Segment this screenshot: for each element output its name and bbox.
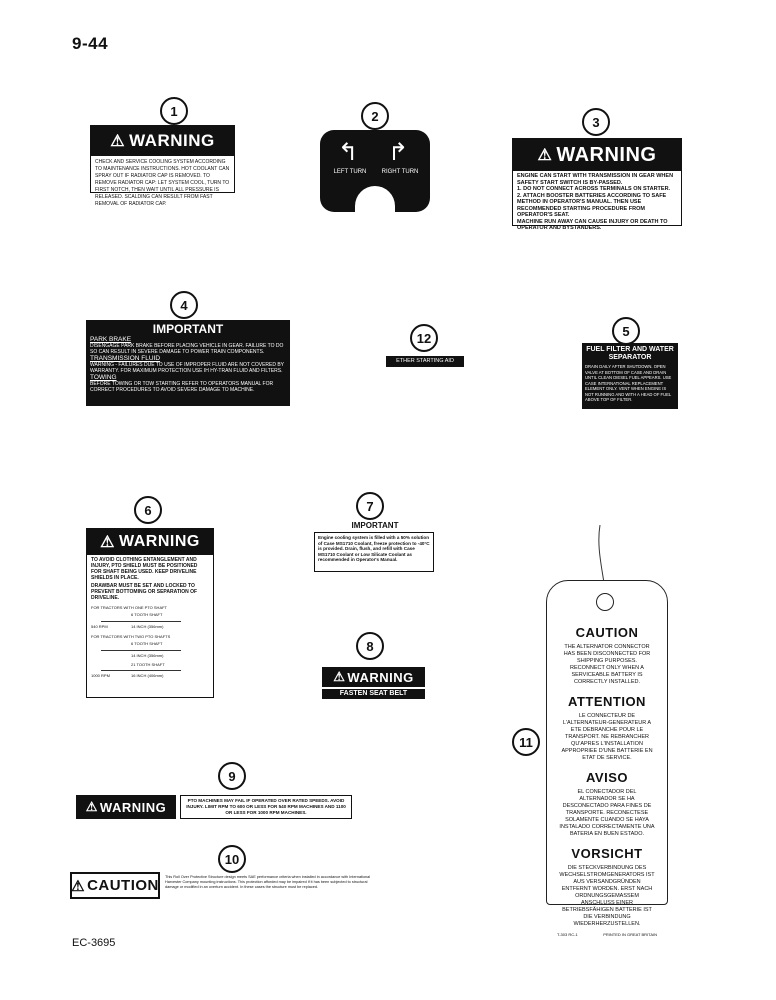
decal-10-text: This Roll Over Protective Structure desi… [165,875,371,889]
decal-7-title: IMPORTANT [351,521,399,530]
callout-8: 8 [356,632,384,660]
tag-printed: PRINTED IN GREAT BRITAIN [603,932,657,937]
decal-1-header: ⚠WARNING [91,126,234,156]
decal-12-ether: ETHER STARTING AID [386,356,464,367]
shaft-line [101,650,181,651]
decal-9-pto-speed: PTO MACHINES MAY FAIL IF OPERATED OVER R… [180,795,352,819]
decal-4-heading-fluid: TRANSMISSION FLUID [90,355,161,362]
tag-text-vorsicht: DIE STECKVERBINDUNG DES WECHSELSTROMGENE… [559,865,655,927]
decal-4-heading-towing: TOWING [90,374,117,381]
decal-6-text-2: DRAWBAR MUST BE SET AND LOCKED TO PREVEN… [91,583,198,601]
decal-3-line-2: 1. DO NOT CONNECT ACROSS TERMINALS ON ST… [517,186,671,192]
warning-triangle-icon: ⚠ [100,534,115,551]
decal-8-seat-belt: ⚠WARNING FASTEN SEAT BELT [322,667,425,699]
decal-6-length-1: 14 INCH (356mm) [131,624,164,629]
decal-9-header: ⚠WARNING [76,795,176,819]
callout-11: 11 [512,728,540,756]
decal-4-text-park-brake: DISENGAGE PARK BRAKE BEFORE PLACING VEHI… [90,343,284,355]
tag-footer: T-303 RC-1 PRINTED IN GREAT BRITAIN [547,928,667,937]
decal-1-text: CHECK AND SERVICE COOLING SYSTEM ACCORDI… [95,159,230,207]
callout-4: 4 [170,291,198,319]
decal-10-rops: This Roll Over Protective Structure desi… [162,874,376,899]
footer-code: EC-3695 [72,937,116,949]
warning-triangle-icon: ⚠ [110,133,126,150]
decal-3-header: ⚠WARNING [513,139,681,171]
right-turn-label: RIGHT TURN [381,169,419,175]
decal-6-diagram-two-shafts: 6 TOOTH SHAFT 14 INCH (356mm) 21 TOOTH S… [91,640,209,684]
tag-alternator: CAUTION THE ALTERNATOR CONNECTOR HAS BEE… [546,580,668,937]
callout-1: 1 [160,97,188,125]
shaft-line [101,621,181,622]
decal-6-length-2: 14 INCH (356mm) [131,653,164,658]
decal-2-turn-signal: ↰ ↱ LEFT TURN RIGHT TURN [320,130,430,214]
decal-6-shaft-3: 21 TOOTH SHAFT [131,662,165,667]
decal-5-fuel-filter: FUEL FILTER AND WATER SEPARATOR DRAIN DA… [582,343,678,409]
decal-8-header: ⚠WARNING [322,667,425,687]
page-number: 9-44 [72,34,109,53]
decal-3-title: WARNING [556,143,657,166]
callout-12: 12 [410,324,438,352]
decal-1-title: WARNING [129,131,215,150]
decal-10-header: ⚠CAUTION [70,872,160,899]
callout-5: 5 [612,317,640,345]
tag-eyelet [596,593,614,611]
decal-8-title: WARNING [347,669,414,685]
tag-title-aviso: AVISO [586,770,628,785]
decal-4-heading-park-brake: PARK BRAKE [90,336,132,343]
shaft-line [101,670,181,671]
tag-text-attention: LE CONNECTEUR DE L'ALTERNATEUR-GENERATEU… [561,713,653,761]
decal-6-length-3: 16 INCH (406mm) [131,673,164,678]
decal-4-title: IMPORTANT [152,322,224,336]
left-turn-label: LEFT TURN [333,169,367,175]
decal-6-shaft-2: 6 TOOTH SHAFT [131,641,163,646]
tag-title-attention: ATTENTION [568,694,646,709]
decal-3-line-1: ENGINE CAN START WITH TRANSMISSION IN GE… [517,173,674,186]
callout-6: 6 [134,496,162,524]
callout-7: 7 [356,492,384,520]
warning-triangle-icon: ⚠ [71,877,86,895]
decal-4-text-fluid: WARNING - FAILURES DUE TO USE OF IMPROPE… [90,362,284,374]
callout-3: 3 [582,108,610,136]
warning-triangle-icon: ⚠ [85,799,98,814]
left-turn-arrow-icon: ↰ [338,139,359,166]
decal-7-coolant: Engine cooling system is filled with a 5… [314,532,434,572]
decal-9-title: WARNING [99,799,167,815]
decal-6-rpm-1: 540 RPM [91,624,108,629]
warning-triangle-icon: ⚠ [537,147,553,164]
decal-3-warning-start: ⚠WARNING ENGINE CAN START WITH TRANSMISS… [512,138,682,231]
decal-3-line-4: MACHINE RUN AWAY CAN CAUSE INJURY OR DEA… [517,218,668,232]
tag-text-aviso: EL CONECTADOR DEL ALTERNADOR SE HA DESCO… [559,789,655,837]
decal-1-warning-radiator: ⚠WARNING CHECK AND SERVICE COOLING SYSTE… [90,125,235,207]
decal-8-subtitle: FASTEN SEAT BELT [322,689,425,699]
warning-triangle-icon: ⚠ [333,669,346,684]
decal-6-text-1: TO AVOID CLOTHING ENTANGLEMENT AND INJUR… [91,557,198,581]
tag-text-caution: THE ALTERNATOR CONNECTOR HAS BEEN DISCON… [563,644,651,685]
callout-10: 10 [218,845,246,873]
tag-title-caution: CAUTION [575,625,639,640]
decal-9-text: PTO MACHINES MAY FAIL IF OPERATED OVER R… [186,798,346,815]
decal-6-text-3: FOR TRACTORS WITH ONE PTO SHAFT [91,605,168,610]
decal-3-line-3: 2. ATTACH BOOSTER BATTERIES ACCORDING TO… [517,192,667,219]
tag-title-vorsicht: VORSICHT [571,846,643,861]
decal-6-text-4: FOR TRACTORS WITH TWO PTO SHAFTS [91,634,171,639]
decal-10-title: CAUTION [87,877,159,894]
callout-2: 2 [361,102,389,130]
decal-6-warning-pto: ⚠WARNING TO AVOID CLOTHING ENTANGLEMENT … [86,528,214,698]
right-turn-arrow-icon: ↱ [388,139,409,166]
decal-6-header: ⚠WARNING [87,529,213,555]
decal-4-text-towing: BEFORE TOWING OR TOW STARTING REFER TO O… [90,381,274,393]
decal-7-text: Engine cooling system is filled with a 5… [318,535,430,563]
decal-6-title: WARNING [119,533,200,550]
decal-6-rpm-2: 1000 RPM [91,673,110,678]
decal-4-important: IMPORTANT PARK BRAKE DISENGAGE PARK BRAK… [86,320,290,406]
tag-part-number: T-303 RC-1 [557,932,578,937]
decal-6-diagram-one-shaft: 6 TOOTH SHAFT 14 INCH (356mm) 540 RPM [91,611,209,633]
decal-6-shaft-1: 6 TOOTH SHAFT [131,612,163,617]
decal-2-cutout [355,186,395,214]
decal-5-title: FUEL FILTER AND WATER SEPARATOR [586,346,674,361]
callout-9: 9 [218,762,246,790]
decal-5-text: DRAIN DAILY AFTER SHUTDOWN. OPEN VALVE A… [585,364,672,402]
